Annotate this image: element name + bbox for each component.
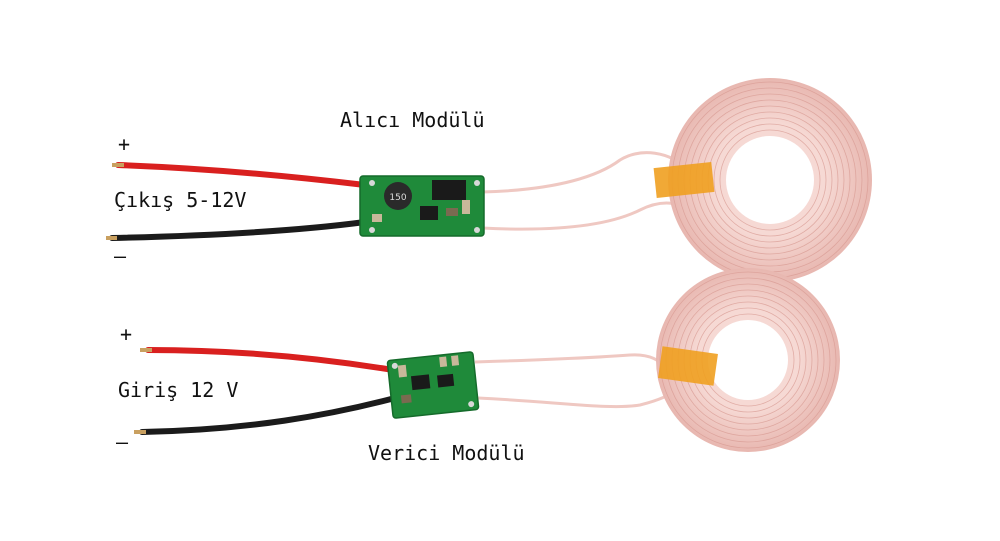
transmitter-coil-lead-top — [474, 353, 670, 371]
transmitter-input-label: Giriş 12 V — [118, 378, 239, 402]
receiver-diode — [432, 180, 466, 200]
transmitter-module-title: Verici Modülü — [368, 441, 525, 465]
receiver-chip — [420, 206, 438, 220]
receiver-inductor-marking: 150 — [389, 193, 406, 203]
receiver-output-label: Çıkış 5-12V — [114, 188, 247, 212]
transmitter-coil-tape — [658, 346, 718, 386]
receiver-black-wire — [109, 219, 368, 241]
transmitter-coil — [656, 268, 840, 452]
receiver-red-wire — [115, 162, 368, 188]
transmitter-black-wire — [139, 395, 398, 435]
transmitter-minus-sign: – — [116, 430, 129, 454]
receiver-coil — [653, 78, 872, 282]
receiver-assembly: 150 — [106, 78, 872, 282]
transmitter-assembly — [134, 268, 840, 452]
receiver-module-title: Alıcı Modülü — [340, 108, 485, 132]
receiver-minus-sign: – — [114, 244, 127, 268]
receiver-coil-tape — [653, 162, 715, 198]
transmitter-coil-lead-bottom — [477, 386, 681, 409]
transmitter-pcb — [386, 351, 480, 419]
receiver-inductor — [384, 182, 412, 210]
receiver-pcb: 150 — [359, 175, 485, 237]
transmitter-plus-sign: + — [120, 322, 133, 346]
receiver-plus-sign: + — [118, 132, 131, 156]
receiver-coil-lead-bottom — [481, 201, 697, 231]
receiver-coil-lead-top — [481, 151, 692, 194]
transmitter-red-wire — [145, 347, 396, 373]
transmitter-chip — [410, 374, 431, 391]
